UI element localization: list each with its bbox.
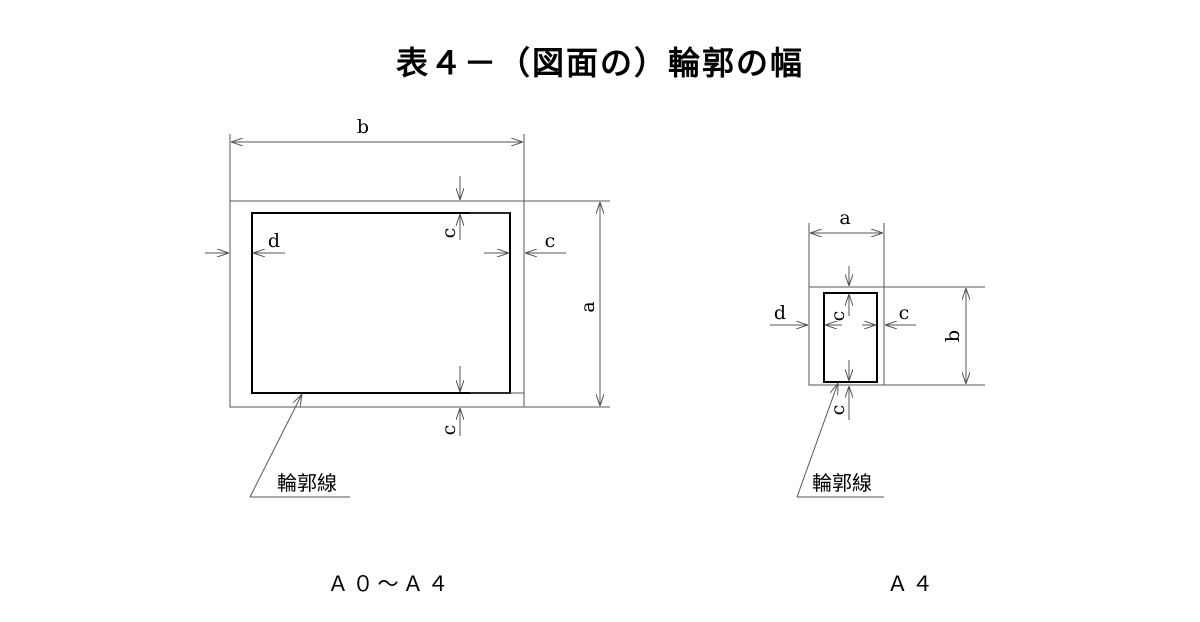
- small-dim-label-c-bottom: c: [827, 405, 849, 416]
- large-dim-label-a: a: [577, 301, 599, 312]
- large-sheet-outline: [229, 200, 525, 408]
- large-dim-label-b: b: [357, 116, 369, 138]
- small-caption: Ａ４: [887, 572, 937, 596]
- small-frame-border: [823, 292, 878, 383]
- large-dim-label-d: d: [268, 230, 280, 252]
- large-leader-label: 輪郭線: [277, 471, 337, 495]
- large-leader-line: [249, 394, 302, 498]
- small-sheet-diagram: a b c c d c 輪郭線 Ａ４: [770, 207, 985, 596]
- large-frame-border: [251, 212, 511, 394]
- small-leader-label: 輪郭線: [812, 471, 872, 495]
- small-dim-label-c-top: c: [827, 311, 849, 322]
- small-dim-label-b: b: [942, 330, 964, 342]
- small-leader-line: [796, 383, 838, 498]
- large-sheet-diagram: b a c c d c 輪郭線 Ａ０～Ａ４: [205, 116, 610, 596]
- small-dim-label-a: a: [839, 207, 850, 229]
- large-dim-label-c-right: c: [545, 230, 556, 252]
- small-dim-label-c-right: c: [899, 302, 910, 324]
- small-sheet-outline: [808, 286, 885, 386]
- large-dim-label-c-top: c: [438, 228, 460, 239]
- large-dim-label-c-bottom: c: [438, 425, 460, 436]
- large-caption: Ａ０～Ａ４: [328, 572, 453, 596]
- small-dim-label-d: d: [774, 302, 786, 324]
- page-title: 表４－（図面の）輪郭の幅: [395, 44, 804, 82]
